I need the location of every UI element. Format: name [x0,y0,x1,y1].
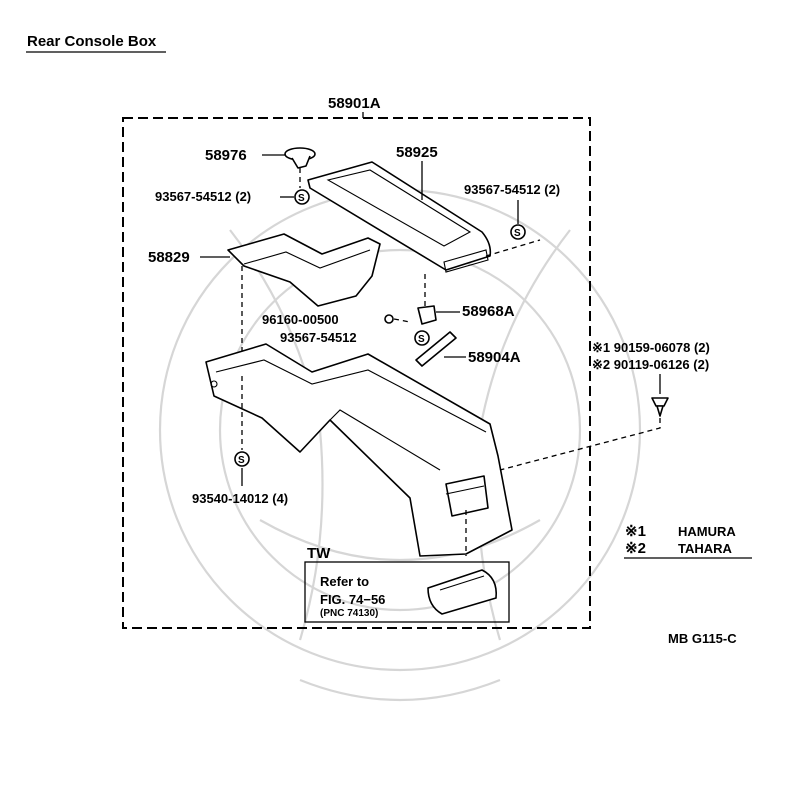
plant-legend: ※1 HAMURA ※2 TAHARA [624,523,752,559]
part-label-clip-2: ※2 90119-06126 (2) [592,357,709,372]
screw-symbol: S [238,455,245,466]
part-label-screw-left-lid: 93567-54512 (2) [155,189,251,204]
part-label-clip-1: ※1 90159-06078 (2) [592,340,710,355]
console-lid [307,161,492,273]
part-label-hinge-pin: 58904A [468,349,521,366]
part-label-hinge-clip: 58976 [205,147,247,164]
part-label-screw-mid: 93567-54512 [280,330,357,345]
clip-icon [651,397,669,417]
legend-name-2: TAHARA [678,541,733,556]
hinge-pin [415,331,457,367]
part-label-bushing: 96160-00500 [262,312,339,327]
screw-symbol: S [298,193,305,204]
tw-pnc-text: (PNC 74130) [320,608,378,619]
legend-name-1: HAMURA [678,524,736,539]
tw-part-illustration [427,569,498,615]
assembly-frame [122,117,591,629]
tw-label: TW [307,545,331,562]
bushing-guide [393,318,411,323]
screw-icon [234,451,250,467]
diagram-code: MB G115-C [668,631,737,646]
tw-refer-text: Refer to [320,574,369,589]
lock-plate [417,305,437,325]
legend-mark-2: ※2 [625,540,646,557]
part-label-lock-plate: 58968A [462,303,515,320]
part-label-screw-bottom: 93540-14012 (4) [192,491,288,506]
console-tray [227,233,381,307]
screw-icon [414,330,430,346]
diagram-title: Rear Console Box [27,33,157,50]
screw-symbol: S [514,228,521,239]
screw-icon [510,224,526,240]
console-body [205,343,513,557]
part-label-assembly: 58901A [328,95,381,112]
tw-reference-box [304,561,510,623]
screw-symbol: S [418,334,425,345]
bushing-icon [384,314,394,324]
tw-fig-text: FIG. 74−56 [320,592,385,607]
legend-mark-1: ※1 [625,523,646,540]
clip-guide [499,418,661,471]
part-label-tray: 58829 [148,249,190,266]
part-label-screw-right-lid: 93567-54512 (2) [464,182,560,197]
hinge-clip [284,147,316,169]
screw-icon [294,189,310,205]
screw-right-lid-guide [485,239,541,257]
part-label-lid: 58925 [396,144,438,161]
